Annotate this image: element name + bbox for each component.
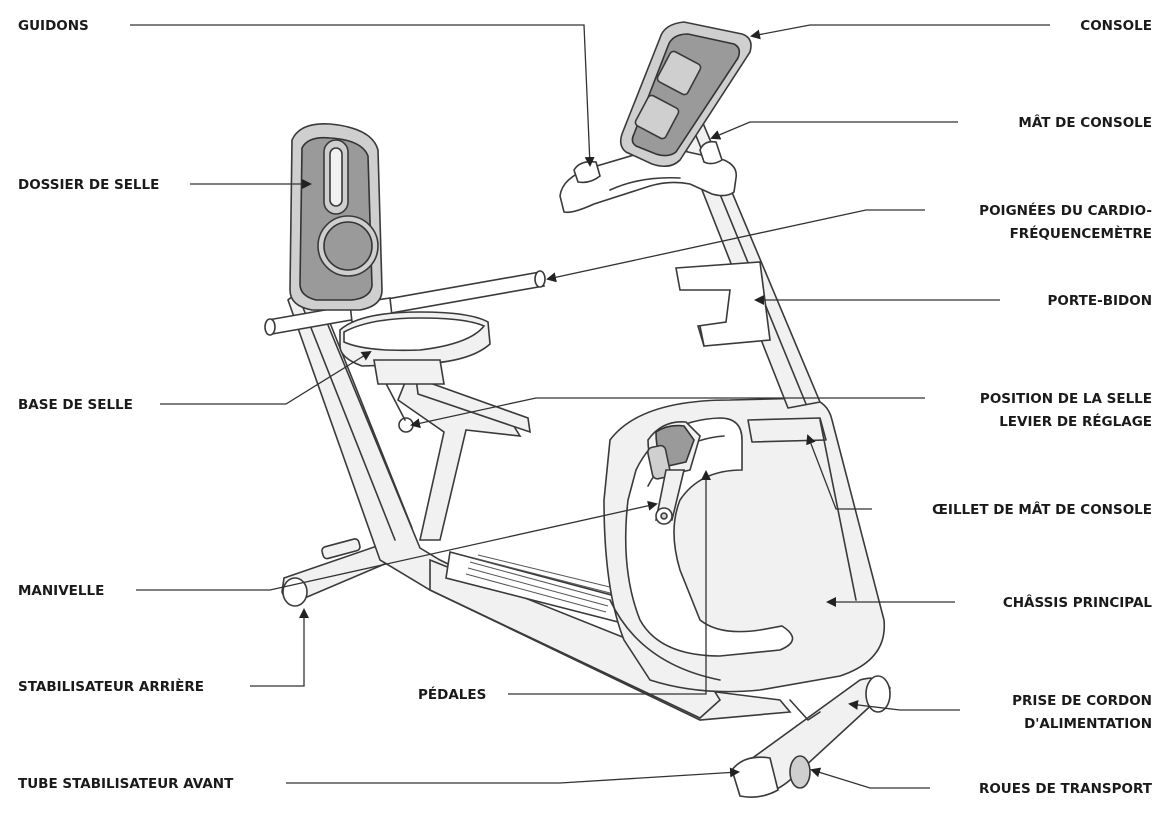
label-manivelle: MANIVELLE (18, 583, 104, 599)
label-dossier-selle: DOSSIER DE SELLE (18, 177, 159, 193)
label-pedales: PÉDALES (418, 686, 486, 703)
label-prise-line1: PRISE DE CORDON (1012, 693, 1152, 709)
leader-prise (848, 699, 960, 711)
label-chassis: CHÂSSIS PRINCIPAL (1003, 594, 1153, 611)
leader-mat-console (710, 121, 958, 140)
recumbent-bike-drawing (264, 21, 892, 798)
label-position-line1: POSITION DE LA SELLE (980, 391, 1152, 407)
crank-and-pedals (647, 421, 701, 525)
label-base-selle: BASE DE SELLE (18, 397, 133, 413)
leader-stab-arriere (250, 608, 309, 687)
label-position-line2: LEVIER DE RÉGLAGE (999, 413, 1152, 430)
leader-manivelle (136, 500, 658, 591)
label-oeillet: ŒILLET DE MÂT DE CONSOLE (932, 501, 1152, 518)
label-poignees-line1: POIGNÉES DU CARDIO- (979, 202, 1152, 219)
leader-tube-avant (286, 767, 740, 784)
label-prise-line2: D'ALIMENTATION (1024, 716, 1152, 732)
label-poignees-line2: FRÉQUENCEMÈTRE (1010, 225, 1152, 242)
seat-base (339, 311, 491, 385)
front-stabilizer (731, 675, 892, 798)
leader-guidons (130, 24, 595, 167)
label-guidons: GUIDONS (18, 18, 89, 34)
leader-base-selle (160, 350, 372, 405)
label-tube-avant: TUBE STABILISATEUR AVANT (18, 776, 234, 792)
leader-pedales (508, 470, 711, 695)
label-roues: ROUES DE TRANSPORT (979, 781, 1153, 797)
main-frame-tubes (287, 292, 792, 721)
label-stabilisateur-arriere: STABILISATEUR ARRIÈRE (18, 678, 204, 695)
label-console: CONSOLE (1080, 18, 1152, 34)
label-mat-console: MÂT DE CONSOLE (1018, 114, 1152, 131)
leader-console (750, 24, 1050, 40)
labels: GUIDONS CONSOLE MÂT DE CONSOLE DOSSIER D… (18, 18, 1153, 797)
leader-lines (130, 24, 1050, 789)
console-unit (619, 21, 752, 168)
leader-roues (810, 767, 930, 789)
label-porte-bidon: PORTE-BIDON (1048, 293, 1153, 309)
seat-backrest (289, 123, 383, 311)
leader-position (410, 397, 925, 429)
leader-poignees (546, 209, 925, 283)
leader-oeillet (806, 434, 872, 510)
main-chassis-housing (603, 397, 886, 693)
